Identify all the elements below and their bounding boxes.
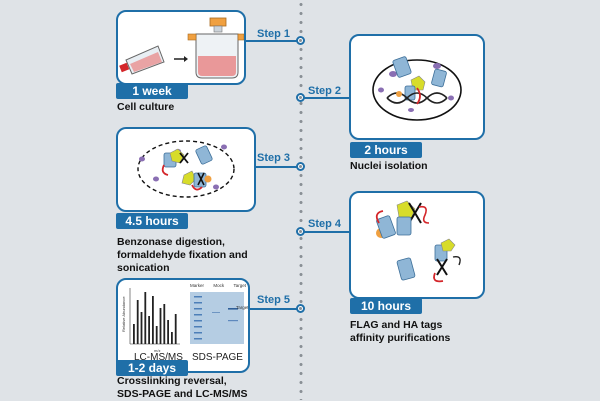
spectrum-xlabel: m/z	[154, 348, 160, 353]
spectrum-peak	[140, 312, 143, 344]
digested-fragments	[139, 144, 227, 191]
ms-spectrum-plot: Relative Abundance m/z	[121, 288, 180, 353]
gel-lane-target-label: Target	[233, 283, 246, 288]
step2-node	[296, 93, 305, 102]
step5-time-badge: 1-2 days	[116, 360, 188, 376]
step1-card	[116, 10, 246, 85]
gel-lane-mock-label: Mock	[213, 283, 225, 288]
spectrum-ylabel: Relative Abundance	[121, 296, 126, 332]
gel-lane-headers: Marker Mock Target	[190, 283, 246, 288]
step1-caption: Cell culture	[117, 101, 175, 113]
spectrum-peak	[163, 304, 166, 344]
spectrum-peak	[171, 332, 173, 344]
spectrum-peak	[155, 326, 158, 344]
spectrum-peak	[136, 300, 139, 344]
step2-caption: Nuclei isolation	[350, 160, 428, 172]
step4-caption: FLAG and HA tags affinity purifications	[350, 319, 451, 344]
step1-time-badge: 1 week	[116, 83, 188, 99]
cell-culture-illustration	[119, 17, 244, 79]
spectrum-peak	[148, 316, 150, 344]
lcms-panel-label: LC-MS/MS	[134, 352, 183, 363]
purified-complex-top	[375, 200, 430, 239]
step2-card	[349, 34, 485, 140]
step3-caption: Benzonase digestion, formaldehyde fixati…	[117, 236, 248, 274]
step4-time-badge: 10 hours	[350, 298, 422, 314]
nucleus-contents	[378, 56, 454, 112]
step2-label: Step 2	[308, 85, 342, 97]
step3-node	[296, 162, 305, 171]
step5-card: Relative Abundance m/z Marker Mock Targe…	[116, 278, 250, 373]
step5-label: Step 5	[257, 294, 291, 306]
affinity-purification-illustration	[375, 200, 461, 283]
spectrum-peak	[133, 324, 135, 344]
step3-connector	[255, 166, 300, 168]
step3-label: Step 3	[257, 152, 291, 164]
gel-lane-marker-label: Marker	[190, 283, 205, 288]
step1-label: Step 1	[257, 28, 291, 40]
step3-card	[116, 127, 256, 212]
spectrum-peak	[174, 314, 177, 344]
culture-flask-icon	[119, 45, 165, 75]
sds-page-gel	[190, 292, 244, 344]
step1-node	[296, 36, 305, 45]
step4-node	[296, 227, 305, 236]
step4-connector	[300, 231, 350, 233]
step4-card	[349, 191, 485, 299]
nuclei-isolation-illustration	[372, 56, 462, 121]
step2-time-badge: 2 hours	[350, 142, 422, 158]
spinner-flask-icon	[187, 17, 244, 79]
timeline-dotted-line	[298, 0, 304, 400]
gel-target-band-label: Target	[236, 305, 249, 310]
sds-page-panel-label: SDS-PAGE	[192, 352, 243, 363]
step2-connector	[300, 97, 350, 99]
spectrum-peak	[152, 296, 154, 344]
step3-time-badge: 4.5 hours	[116, 213, 188, 229]
purified-complex-bottom	[396, 238, 461, 283]
step4-label: Step 4	[308, 218, 342, 230]
digestion-illustration	[137, 140, 235, 198]
step1-connector	[245, 40, 300, 42]
spectrum-peak	[144, 292, 147, 344]
step5-caption: Crosslinking reversal, SDS-PAGE and LC-M…	[117, 375, 248, 400]
step5-connector	[250, 308, 300, 310]
spectrum-peak	[159, 308, 162, 344]
spectrum-peaks	[133, 292, 177, 344]
spectrum-peak	[167, 320, 169, 344]
step5-node	[296, 304, 305, 313]
